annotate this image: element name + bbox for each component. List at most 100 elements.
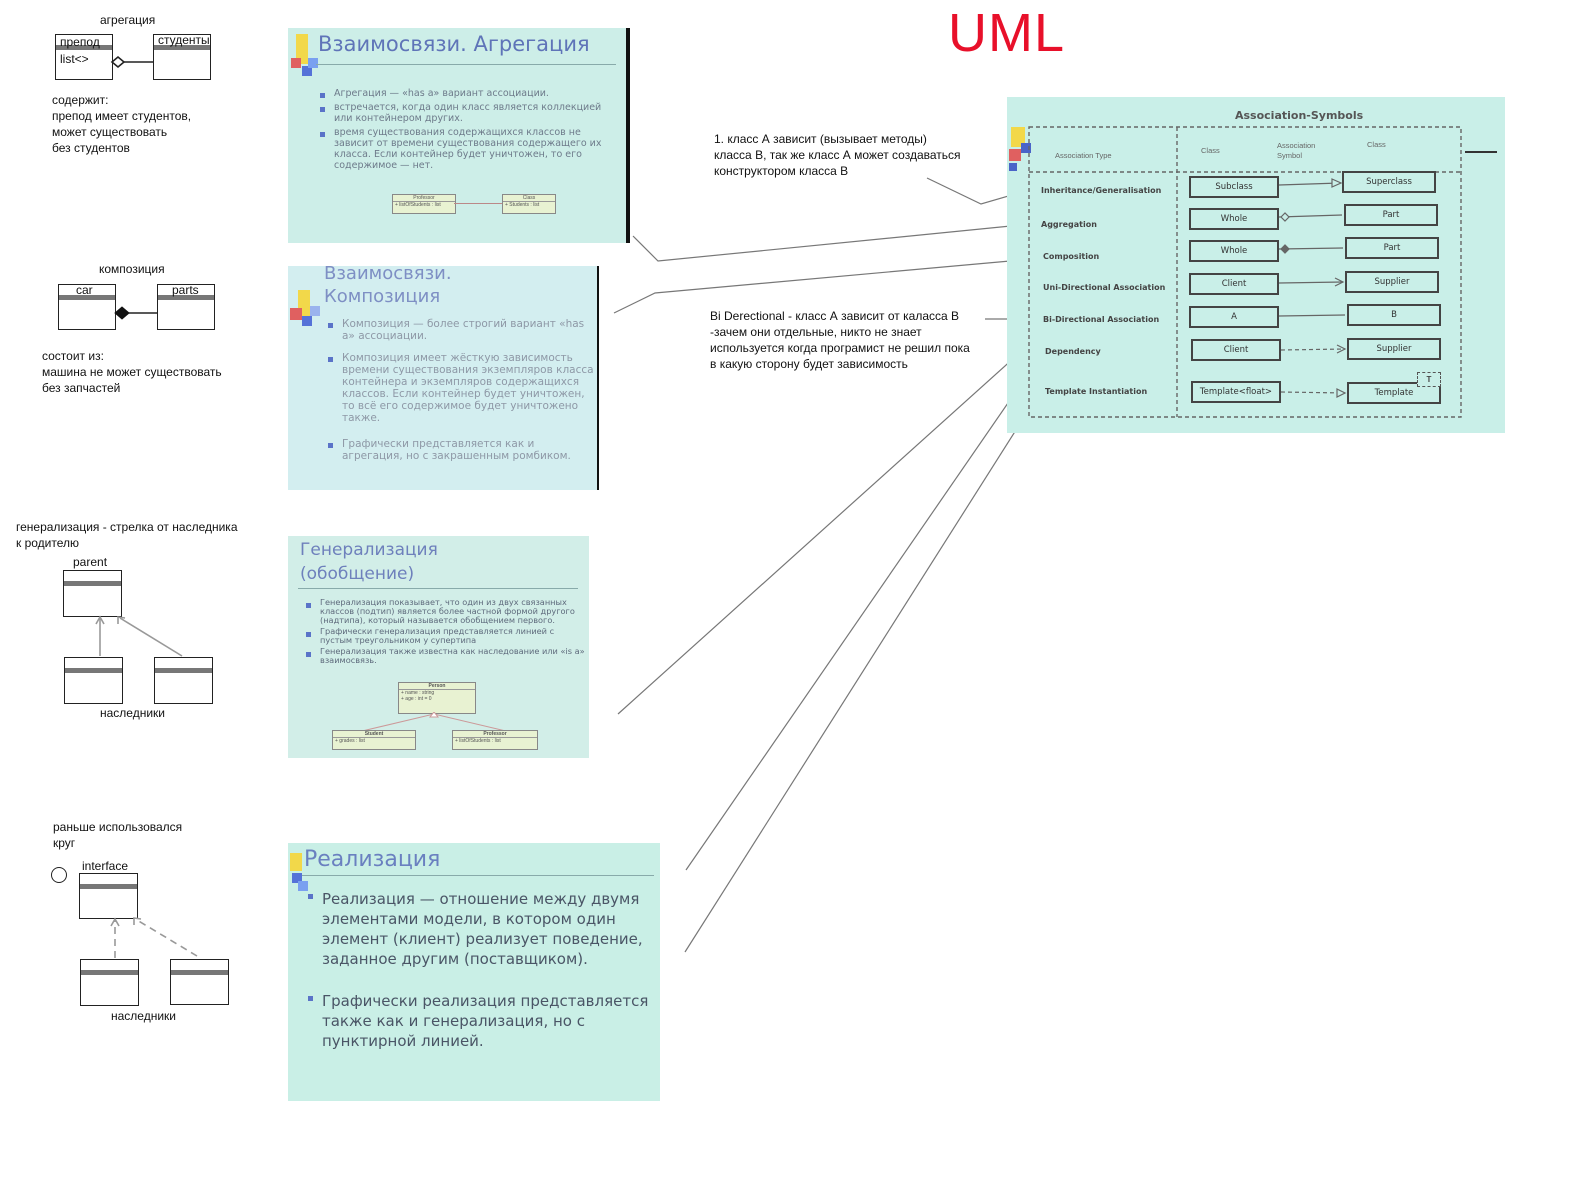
composition-part-class: parts — [157, 283, 215, 330]
bidirectional-note: Bi Derectional - класс А зависит от кала… — [710, 309, 970, 371]
row-right-class: Supplier — [1345, 271, 1439, 293]
class-name: parts — [172, 283, 199, 297]
slide-title: Реализация — [304, 847, 441, 872]
slide-title: Взаимосвязи. Агрегация — [318, 32, 590, 56]
association-symbol-lines — [1278, 178, 1347, 398]
aggregation-heading: агрегация — [100, 13, 156, 27]
mini-class-class: Class + Students : list — [502, 194, 556, 214]
slide-bullets: Реализация — отношение между двумя элеме… — [308, 889, 658, 1051]
row-type-label: Inheritance/Generalisation — [1041, 186, 1162, 195]
row-right-class: Part — [1344, 204, 1438, 226]
aggregation-container-class: препод list<> — [55, 34, 113, 80]
mini-class-name: Professor — [483, 731, 507, 737]
mini-class-row: + name : string — [399, 689, 475, 696]
mini-class-row: + grades : list — [333, 737, 415, 744]
composition-container-class: car — [58, 283, 116, 330]
realization-heading: раньше использовался круг — [53, 820, 183, 850]
mini-class-row: + listOfStudents : list — [393, 201, 455, 208]
mini-class-student: Student + grades : list — [332, 730, 416, 750]
row-left-class: Whole — [1189, 208, 1279, 230]
row-type-label: Aggregation — [1041, 220, 1097, 229]
realizing-class-1 — [80, 959, 139, 1006]
generalization-children-label: наследники — [100, 706, 165, 720]
parent-label: parent — [73, 555, 108, 569]
row-type-label: Template Instantiation — [1045, 387, 1148, 396]
slide-composition: Взаимосвязи. Композиция Композиция — бол… — [288, 266, 598, 490]
template-param-box: T — [1417, 372, 1441, 387]
mini-class-professor: Professor + listOfStudents : list — [392, 194, 456, 214]
row-type-label: Composition — [1043, 252, 1100, 261]
mini-class-row: + Students : list — [503, 201, 555, 208]
interface-class — [79, 873, 138, 919]
composition-diamond-connector — [114, 306, 157, 320]
association-symbols-table: Association-Symbols Association Type Cla… — [1007, 97, 1505, 433]
child-class-1 — [64, 657, 123, 704]
slide-aggregation: Взаимосвязи. Агрегация Агрегация — «has … — [288, 28, 628, 243]
realization-arrows — [110, 917, 198, 958]
class-member: list<> — [60, 52, 89, 66]
bullet: Агрегация — «has a» вариант ассоциации. — [320, 88, 620, 99]
row-type-label: Uni-Directional Association — [1043, 283, 1166, 292]
bullet: Графически генерализация представляется … — [306, 627, 588, 645]
row-right-class: Part — [1345, 237, 1439, 259]
class-name: препод — [60, 35, 100, 49]
slide-title: Взаимосвязи. Композиция — [324, 266, 452, 307]
class-name: car — [76, 283, 93, 297]
slide-generalization: Генерализация (обобщение) Генерализация … — [288, 536, 589, 758]
column-header-class-left: Class — [1201, 146, 1220, 155]
composition-note: состоит из: машина не может существовать… — [42, 349, 222, 395]
aggregation-note: содержит: препод имеет студентов, может … — [52, 93, 192, 155]
row-left-class: Whole — [1189, 240, 1279, 262]
bullet: Композиция имеет жёсткую зависимость вре… — [328, 352, 594, 424]
class-name: студенты — [158, 33, 210, 47]
row-left-class: Client — [1191, 339, 1281, 361]
column-header-type: Association Type — [1055, 151, 1112, 160]
mini-class-name: Professor — [413, 195, 435, 201]
row-right-class: Superclass — [1342, 171, 1436, 193]
row-left-class: Subclass — [1189, 176, 1279, 198]
row-right-class: Supplier — [1347, 338, 1441, 360]
mini-class-name: Class — [522, 195, 536, 201]
bullet: Реализация — отношение между двумя элеме… — [308, 889, 658, 969]
mini-class-row: + age : int = 0 — [401, 696, 432, 702]
row-type-label: Bi-Directional Association — [1043, 315, 1160, 324]
slide-realization: Реализация Реализация — отношение между … — [288, 843, 660, 1101]
dependency-note: 1. класс А зависит (вызывает методы) кла… — [714, 132, 961, 178]
mini-class-name: Person — [428, 683, 446, 689]
column-header-class-right: Class — [1367, 140, 1386, 149]
interface-label: interface — [82, 859, 129, 873]
slide-bullets: Композиция — более строгий вариант «has … — [328, 318, 594, 462]
bullet: Композиция — более строгий вариант «has … — [328, 318, 594, 342]
mini-class-person: Person + name : string + age : int = 0 — [398, 682, 476, 714]
aggregation-diamond-connector — [110, 55, 153, 69]
mini-generalization-arrows — [357, 712, 511, 732]
bullet: Генерализация также известна как наследо… — [306, 647, 588, 665]
mini-class-row: + listOfStudents : list — [453, 737, 537, 744]
interface-circle-icon — [51, 867, 67, 883]
row-right-class: Template — [1347, 382, 1441, 404]
mini-class-professor: Professor + listOfStudents : list — [452, 730, 538, 750]
bullet: встречается, когда один класс является к… — [320, 102, 620, 124]
generalization-arrows — [95, 615, 183, 657]
slide-bullets: Генерализация показывает, что один из дв… — [306, 598, 588, 665]
column-header-symbol: Association Symbol — [1277, 141, 1316, 160]
row-left-class: Template<float> — [1191, 381, 1281, 403]
realizing-class-2 — [170, 959, 229, 1005]
slide-composition-edge — [597, 266, 599, 490]
parent-class — [63, 570, 122, 617]
realization-children-label: наследники — [111, 1009, 176, 1023]
bullet: время существования содержащихся классов… — [320, 127, 620, 171]
row-type-label: Dependency — [1045, 347, 1101, 356]
bullet: Графически реализация представляется так… — [308, 991, 658, 1051]
row-right-class: B — [1347, 304, 1441, 326]
bullet: Генерализация показывает, что один из дв… — [306, 598, 588, 625]
composition-heading: композиция — [99, 262, 165, 276]
mini-class-name: Student — [364, 731, 384, 737]
row-left-class: A — [1189, 306, 1279, 328]
table-title: Association-Symbols — [1235, 109, 1364, 122]
slide-title: Генерализация (обобщение) — [300, 540, 438, 584]
child-class-2 — [154, 657, 213, 704]
generalization-heading: генерализация - стрелка от наследника к … — [16, 520, 238, 550]
slide-aggregation-edge — [626, 28, 630, 243]
